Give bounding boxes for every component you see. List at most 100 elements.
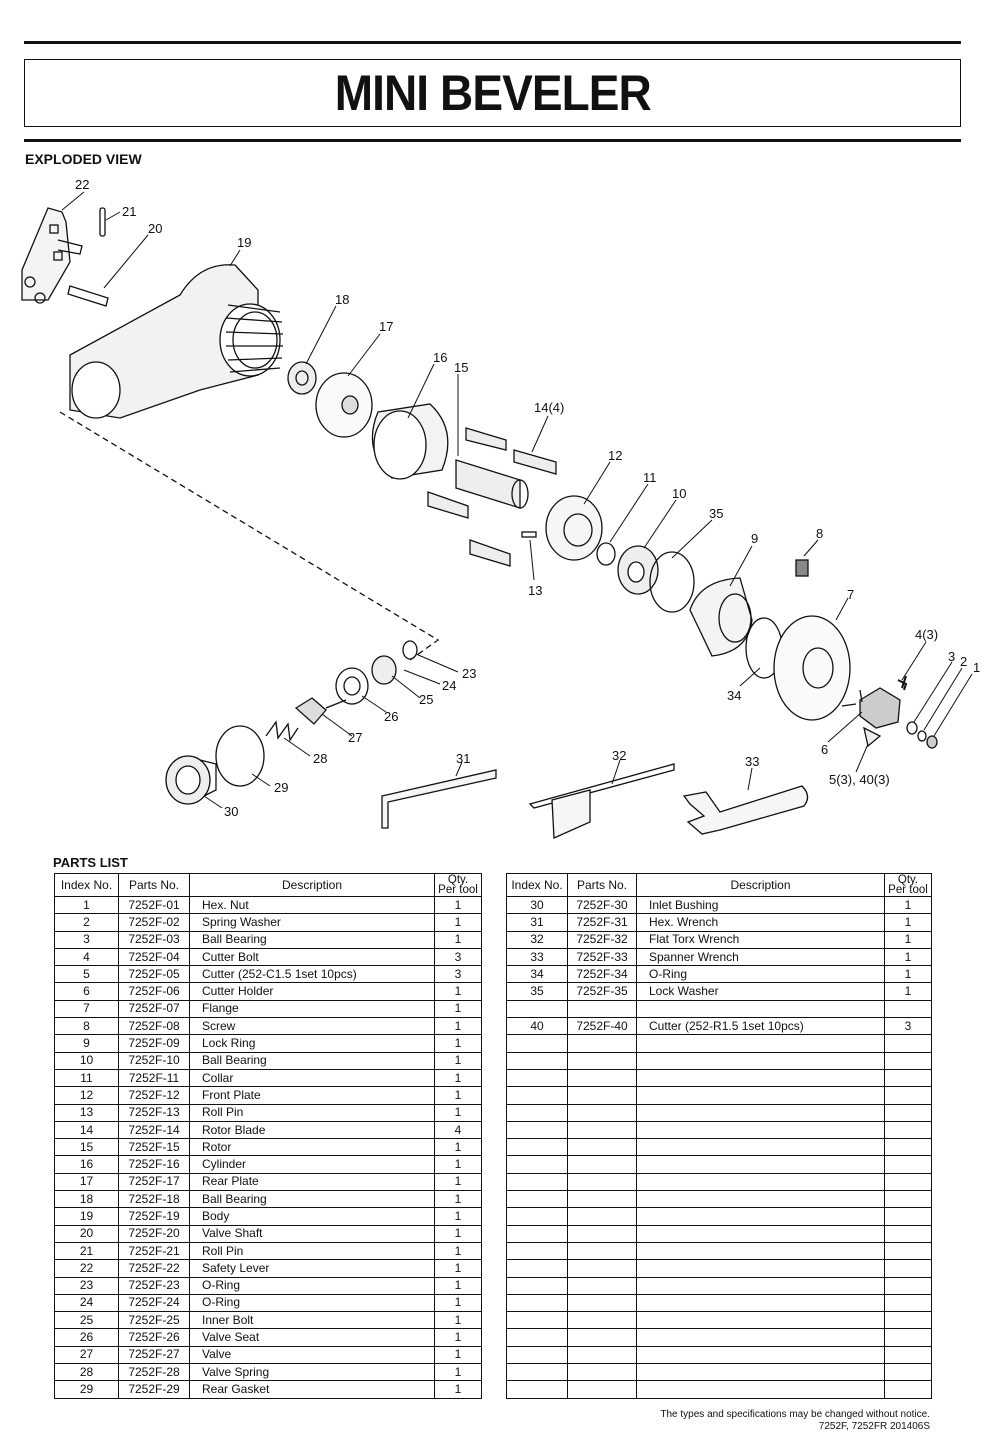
cell-parts-no	[567, 1190, 637, 1209]
table-row	[506, 1138, 932, 1157]
cell-index	[506, 1259, 568, 1278]
table-row	[506, 1363, 932, 1382]
callout-21: 21	[122, 204, 136, 219]
spring-washer-part	[917, 730, 927, 742]
footer-notice: The types and specifications may be chan…	[660, 1409, 930, 1420]
cell-description	[636, 1190, 885, 1209]
callout-30: 30	[224, 804, 238, 819]
table-row	[506, 1293, 932, 1313]
table-row	[506, 1190, 932, 1209]
cell-description: Lock Washer	[636, 982, 885, 1001]
cell-index	[506, 1380, 568, 1399]
callout-7: 7	[847, 587, 854, 602]
flange-part	[773, 615, 851, 721]
cell-description: Cylinder	[189, 1155, 435, 1174]
cell-index: 13	[54, 1103, 119, 1122]
cell-description: Cutter Holder	[189, 982, 435, 1001]
cell-description: Rotor Blade	[189, 1120, 435, 1140]
flat-torx-wrench-tool	[528, 763, 675, 839]
cell-qty: 1	[434, 1103, 482, 1122]
cell-index	[506, 1120, 568, 1140]
callout-18: 18	[335, 292, 349, 307]
cell-qty: 1	[434, 1363, 482, 1382]
cell-index	[506, 1051, 568, 1070]
callout-33: 33	[745, 754, 759, 769]
cell-qty	[884, 1311, 932, 1330]
cell-parts-no: 7252F-35	[567, 982, 637, 1001]
cell-parts-no	[567, 1380, 637, 1399]
cell-parts-no	[567, 1172, 637, 1192]
cell-index: 27	[54, 1345, 119, 1365]
parts-list-heading: PARTS LIST	[53, 855, 128, 870]
rotor-part	[455, 459, 529, 509]
cell-index: 16	[54, 1155, 119, 1174]
cell-index: 29	[54, 1380, 119, 1399]
cell-parts-no: 7252F-17	[118, 1172, 190, 1192]
cell-parts-no	[567, 1363, 637, 1382]
cell-qty: 3	[434, 947, 482, 967]
cell-qty: 1	[434, 1172, 482, 1192]
cell-parts-no: 7252F-40	[567, 1017, 637, 1036]
cell-description: Screw	[189, 1017, 435, 1036]
callout-5-40: 5(3), 40(3)	[829, 772, 890, 787]
table-row	[506, 1311, 932, 1330]
cell-qty	[884, 1328, 932, 1347]
cell-qty: 4	[434, 1120, 482, 1140]
cell-index	[506, 1086, 568, 1105]
cell-description: Hex. Wrench	[636, 913, 885, 932]
cell-qty	[884, 1224, 932, 1243]
hex-wrench-tool	[381, 769, 497, 829]
cell-parts-no: 7252F-05	[118, 965, 190, 984]
cell-description: Ball Bearing	[189, 1190, 435, 1209]
callout-8: 8	[816, 526, 823, 541]
cell-description: Roll Pin	[189, 1241, 435, 1261]
cell-description	[636, 1120, 885, 1140]
cell-description: Ball Bearing	[189, 930, 435, 949]
cell-parts-no: 7252F-24	[118, 1293, 190, 1313]
cell-index: 6	[54, 982, 119, 1001]
cell-description: Spring Washer	[189, 913, 435, 932]
header-parts-no: Parts No.	[118, 873, 190, 897]
cell-description	[636, 1051, 885, 1070]
parts-table-right: Index No. Parts No. Description Qty.Per …	[506, 873, 932, 1399]
cell-description: Rear Plate	[189, 1172, 435, 1192]
cell-description: Collar	[189, 1068, 435, 1088]
cell-qty	[884, 1068, 932, 1088]
callout-1: 1	[973, 660, 980, 675]
cell-qty	[884, 1190, 932, 1209]
cell-description: Ball Bearing	[189, 1051, 435, 1070]
cell-index: 3	[54, 930, 119, 949]
cell-qty: 1	[884, 895, 932, 915]
cell-description: O-Ring	[189, 1293, 435, 1313]
cell-index: 24	[54, 1293, 119, 1313]
table-row	[506, 1328, 932, 1347]
cell-index	[506, 1311, 568, 1330]
table-row	[506, 1224, 932, 1243]
cell-parts-no: 7252F-12	[118, 1086, 190, 1105]
cell-parts-no: 7252F-10	[118, 1051, 190, 1070]
cell-description	[636, 1086, 885, 1105]
cell-index	[506, 1207, 568, 1226]
table-row	[506, 1380, 932, 1399]
callout-14: 14(4)	[534, 400, 564, 415]
cell-qty: 1	[884, 930, 932, 949]
table-row	[506, 1172, 932, 1192]
cell-description	[636, 1328, 885, 1347]
cell-parts-no	[567, 1259, 637, 1278]
cell-description	[636, 1380, 885, 1399]
cell-qty	[884, 1155, 932, 1174]
cell-index: 35	[506, 982, 568, 1001]
cell-qty: 1	[884, 965, 932, 984]
cell-description: Hex. Nut	[189, 895, 435, 915]
cell-parts-no: 7252F-04	[118, 947, 190, 967]
